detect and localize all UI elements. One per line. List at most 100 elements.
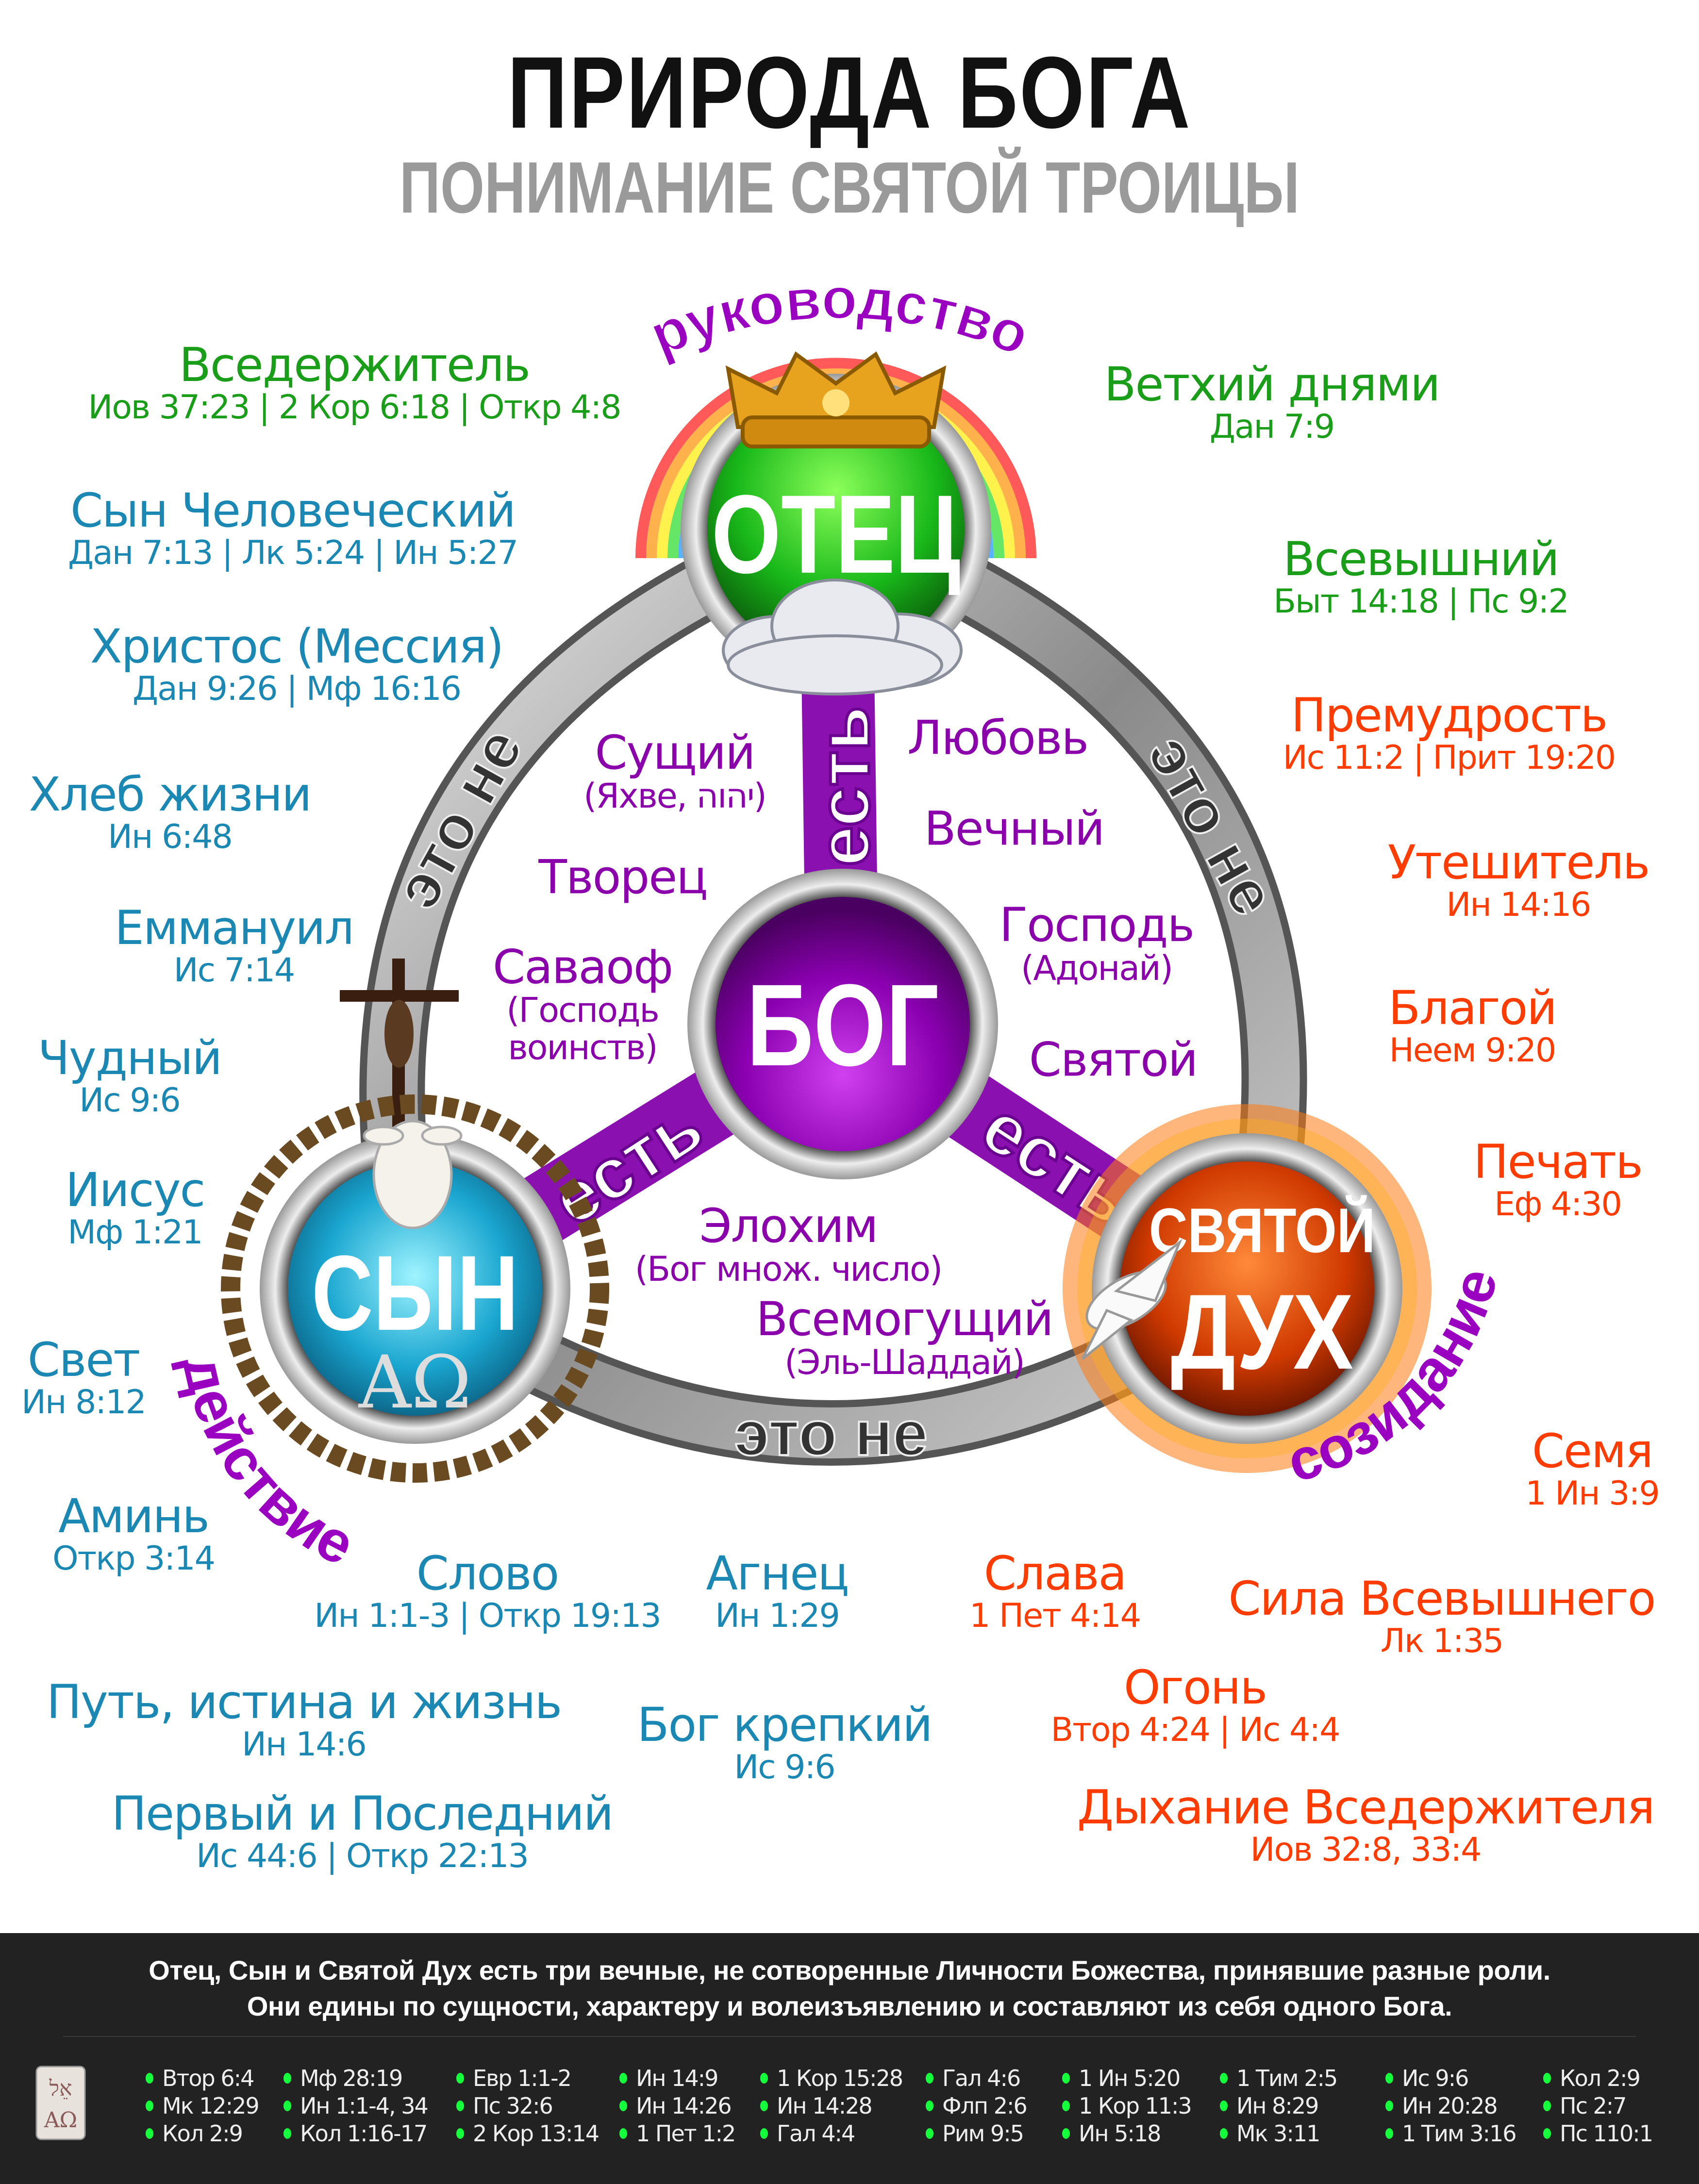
crown-of-thorns-icon xyxy=(221,1094,609,1483)
name-title: Иисус xyxy=(65,1163,206,1218)
spirit-label-line1: СВЯТОЙ xyxy=(1149,1194,1375,1266)
name-title: Христос (Мессия) xyxy=(90,619,504,674)
reference-text: 1 Тим 2:5 xyxy=(1236,2065,1338,2091)
reference-item: Флп 2:6 xyxy=(926,2092,1028,2119)
name-title: Печать xyxy=(1473,1135,1643,1190)
spirit-circle xyxy=(1120,1161,1374,1416)
crucifix-icon xyxy=(340,959,459,1133)
is-not-label-right: это не xyxy=(1134,723,1290,927)
reference-item: Мк 3:11 xyxy=(1220,2119,1337,2147)
bullet-icon xyxy=(926,2128,933,2139)
name-title: Премудрость xyxy=(1291,688,1608,743)
reference-item: Втор 6:4 xyxy=(146,2064,259,2092)
reference-text: 1 Кор 11:3 xyxy=(1079,2092,1192,2119)
name-title: Сила Всевышнего xyxy=(1228,1572,1656,1626)
bullet-icon xyxy=(1220,2128,1228,2139)
reference-item: Гал 4:6 xyxy=(926,2064,1027,2092)
reference-item: Евр 1:1-2 xyxy=(456,2064,599,2092)
reference-item: Ин 14:26 xyxy=(619,2092,735,2119)
name-title: Вседержитель xyxy=(179,338,531,393)
name-reference: Ис 7:14 xyxy=(173,951,296,990)
reference-item: 1 Кор 15:28 xyxy=(760,2064,903,2092)
statement-line-1: Отец, Сын и Святой Дух есть три вечные, … xyxy=(149,1955,1550,1985)
reference-item: Мк 12:29 xyxy=(146,2092,260,2119)
reference-item: 1 Ин 5:20 xyxy=(1062,2064,1191,2092)
reference-text: Ин 8:29 xyxy=(1236,2092,1319,2119)
name-title: Любовь xyxy=(907,711,1089,765)
name-title: Сын Человеческий xyxy=(70,483,516,538)
reference-text: Мк 3:11 xyxy=(1236,2120,1320,2147)
reference-text: 1 Ин 5:20 xyxy=(1079,2065,1181,2091)
name-title: Слава xyxy=(983,1546,1127,1601)
name-reference: 1 Ин 3:9 xyxy=(1525,1474,1660,1513)
reference-item: Кол 2:9 xyxy=(146,2119,259,2147)
god-circle xyxy=(716,897,970,1151)
name-title: Благой xyxy=(1388,981,1557,1036)
name-god: Всемогущий(Эль-Шаддай) xyxy=(756,1292,1053,1381)
reference-text: Мк 12:29 xyxy=(162,2092,260,2119)
bullet-icon xyxy=(456,2128,464,2139)
reference-item: 1 Кор 11:3 xyxy=(1062,2092,1192,2119)
reference-text: Пс 32:6 xyxy=(473,2092,553,2119)
reference-text: Ис 9:6 xyxy=(1402,2065,1469,2091)
name-title: Господь xyxy=(999,898,1195,953)
name-reference: (Бог множ. число) xyxy=(634,1249,943,1289)
bullet-icon xyxy=(1385,2072,1393,2084)
name-title: Семя xyxy=(1532,1424,1653,1479)
bullet-icon xyxy=(619,2128,627,2139)
reference-item: 2 Кор 13:14 xyxy=(456,2119,600,2147)
svg-text:אֵל: אֵל xyxy=(49,2076,72,2101)
bullet-icon xyxy=(1062,2128,1070,2139)
name-reference: (Яхве, יהוה) xyxy=(583,776,767,816)
reference-item: 1 Тим 3:16 xyxy=(1385,2119,1517,2147)
name-god: Элохим(Бог множ. число) xyxy=(634,1199,943,1289)
reference-text: Рим 9:5 xyxy=(942,2120,1024,2147)
father-circle xyxy=(707,400,965,658)
name-reference: Ин 14:16 xyxy=(1446,886,1592,924)
reference-item: Ин 14:28 xyxy=(760,2092,902,2119)
bullet-icon xyxy=(456,2072,464,2084)
name-god: Святой xyxy=(1029,1035,1198,1085)
bullet-icon xyxy=(1543,2100,1551,2111)
bullet-icon xyxy=(619,2072,627,2084)
name-reference: (Господь воинств) xyxy=(506,990,660,1068)
bullet-icon xyxy=(146,2128,153,2139)
name-god: Вечный xyxy=(924,804,1105,854)
name-reference: Быт 14:18 | Пс 9:2 xyxy=(1273,582,1569,621)
alpha-omega-symbol: ΑΩ xyxy=(358,1340,472,1425)
reference-item: Ин 14:9 xyxy=(619,2064,735,2092)
name-god: Господь(Адонай) xyxy=(999,898,1195,987)
name-title: Сущий xyxy=(595,726,755,780)
reference-text: Ин 14:9 xyxy=(636,2065,718,2091)
cloud-icon xyxy=(722,579,963,695)
bullet-icon xyxy=(283,2100,291,2111)
footer-divider xyxy=(63,2036,1636,2037)
name-title: Элохим xyxy=(699,1199,879,1254)
reference-item: 1 Тим 2:5 xyxy=(1220,2064,1338,2092)
name-son: Христос (Мессия)Дан 9:26 | Мф 16:16 xyxy=(90,619,504,708)
bullet-icon xyxy=(926,2100,933,2111)
reference-item: Гал 4:4 xyxy=(760,2119,902,2147)
trinity-diagram: есть есть есть это не это не это не ОТЕЦ… xyxy=(170,265,1510,1577)
name-title: Всемогущий xyxy=(756,1292,1053,1347)
name-reference: Иов 37:23 | 2 Кор 6:18 | Откр 4:8 xyxy=(88,388,621,427)
bullet-icon xyxy=(1220,2072,1228,2084)
name-reference: Неем 9:20 xyxy=(1389,1031,1556,1070)
bullet-icon xyxy=(146,2100,153,2111)
bullet-icon xyxy=(1385,2100,1393,2111)
is-not-label-left: это не xyxy=(381,716,536,920)
reference-item: Пс 110:1 xyxy=(1543,2119,1653,2147)
